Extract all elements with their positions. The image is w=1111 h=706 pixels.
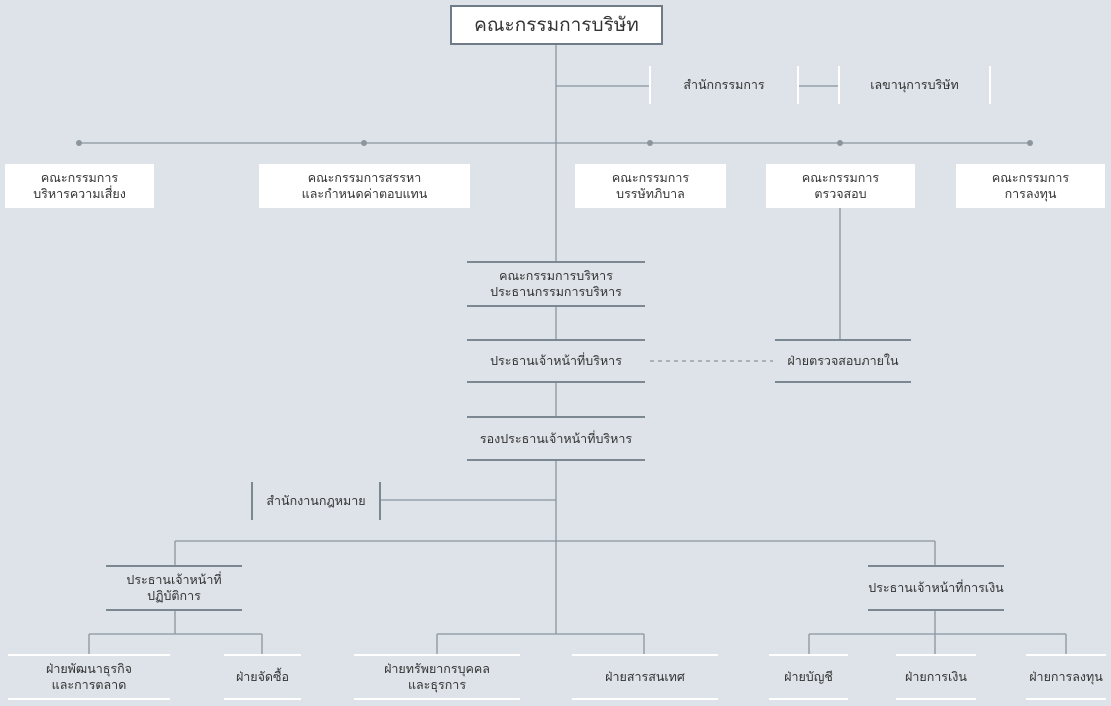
dept-procurement: ฝ่ายจัดซื้อ bbox=[224, 654, 301, 700]
deputy-ceo: รองประธานเจ้าหน้าที่บริหาร bbox=[467, 416, 645, 461]
risk-committee: คณะกรรมการ บริหารความเสี่ยง bbox=[5, 164, 154, 208]
executive-committee: คณะกรรมการบริหาร ประธานกรรมการบริหาร bbox=[467, 261, 645, 307]
investment-committee: คณะกรรมการ การลงทุน bbox=[956, 164, 1105, 208]
dept-hr: ฝ่ายทรัพยากรบุคคล และธุรการ bbox=[354, 654, 520, 700]
dept-finance: ฝ่ายการเงิน bbox=[896, 654, 976, 700]
governance-committee: คณะกรรมการ บรรษัทภิบาล bbox=[575, 164, 726, 208]
dept-accounting: ฝ่ายบัญชี bbox=[769, 654, 848, 700]
nomination-remuneration-committee: คณะกรรมการสรรหา และกำหนดค่าตอบแทน bbox=[259, 164, 470, 208]
legal-office: สำนักงานกฎหมาย bbox=[251, 482, 381, 520]
board-of-directors: คณะกรรมการบริษัท bbox=[450, 5, 663, 45]
dept-investment: ฝ่ายการลงทุน bbox=[1026, 654, 1106, 700]
ceo: ประธานเจ้าหน้าที่บริหาร bbox=[467, 339, 645, 383]
coo: ประธานเจ้าหน้าที่ ปฏิบัติการ bbox=[106, 565, 242, 611]
internal-audit: ฝ่ายตรวจสอบภายใน bbox=[775, 339, 911, 383]
cfo: ประธานเจ้าหน้าที่การเงิน bbox=[868, 565, 1004, 611]
dept-business-development: ฝ่ายพัฒนาธุรกิจ และการตลาด bbox=[8, 654, 170, 700]
company-secretary: เลขานุการบริษัท bbox=[838, 66, 991, 104]
board-office: สำนักกรรมการ bbox=[649, 66, 799, 104]
audit-committee: คณะกรรมการ ตรวจสอบ bbox=[766, 164, 915, 208]
dept-it: ฝ่ายสารสนเทศ bbox=[572, 654, 718, 700]
